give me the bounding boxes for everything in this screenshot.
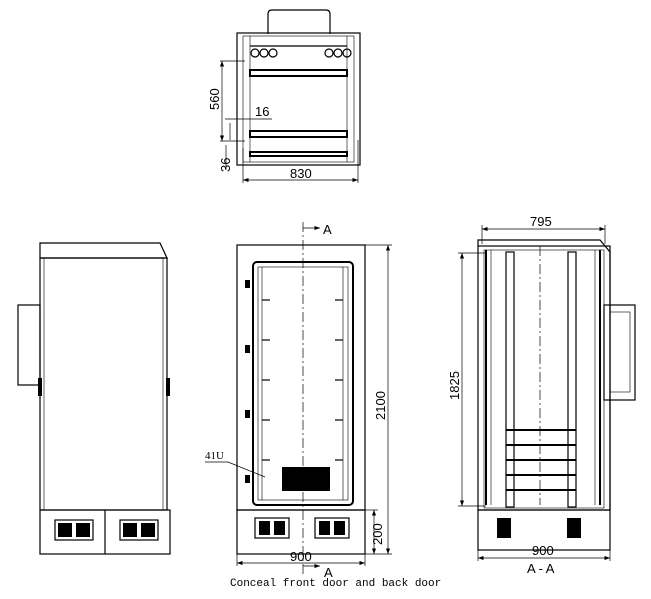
dim-900-front: 900 xyxy=(290,549,312,564)
shelf-rungs xyxy=(506,429,576,491)
top-view: 560 16 36 830 xyxy=(207,9,361,183)
side-view xyxy=(17,242,171,555)
section-view: 795 1825 900 A - A xyxy=(447,214,636,576)
dim-1825: 1825 xyxy=(447,371,462,400)
caption: Conceal front door and back door xyxy=(230,578,441,590)
dim-16: 16 xyxy=(255,104,269,119)
dim-36: 36 xyxy=(218,158,233,172)
section-title: A - A xyxy=(527,561,555,576)
section-marker-top: A xyxy=(323,222,332,237)
dim-2100: 2100 xyxy=(373,391,388,420)
front-view: A A 2100 200 900 41U xyxy=(205,222,392,580)
dim-560: 560 xyxy=(207,88,222,110)
vent-grille xyxy=(54,519,159,541)
mounting-brackets xyxy=(245,280,343,483)
callout-41u: 41U xyxy=(205,450,224,462)
dim-795: 795 xyxy=(530,214,552,229)
section-marker-bottom: A xyxy=(324,565,333,580)
cable-gland-group xyxy=(250,48,352,58)
dim-900-section: 900 xyxy=(532,543,554,558)
dim-830: 830 xyxy=(290,166,312,181)
dim-200: 200 xyxy=(370,523,385,545)
ventilation-panel xyxy=(282,467,330,491)
